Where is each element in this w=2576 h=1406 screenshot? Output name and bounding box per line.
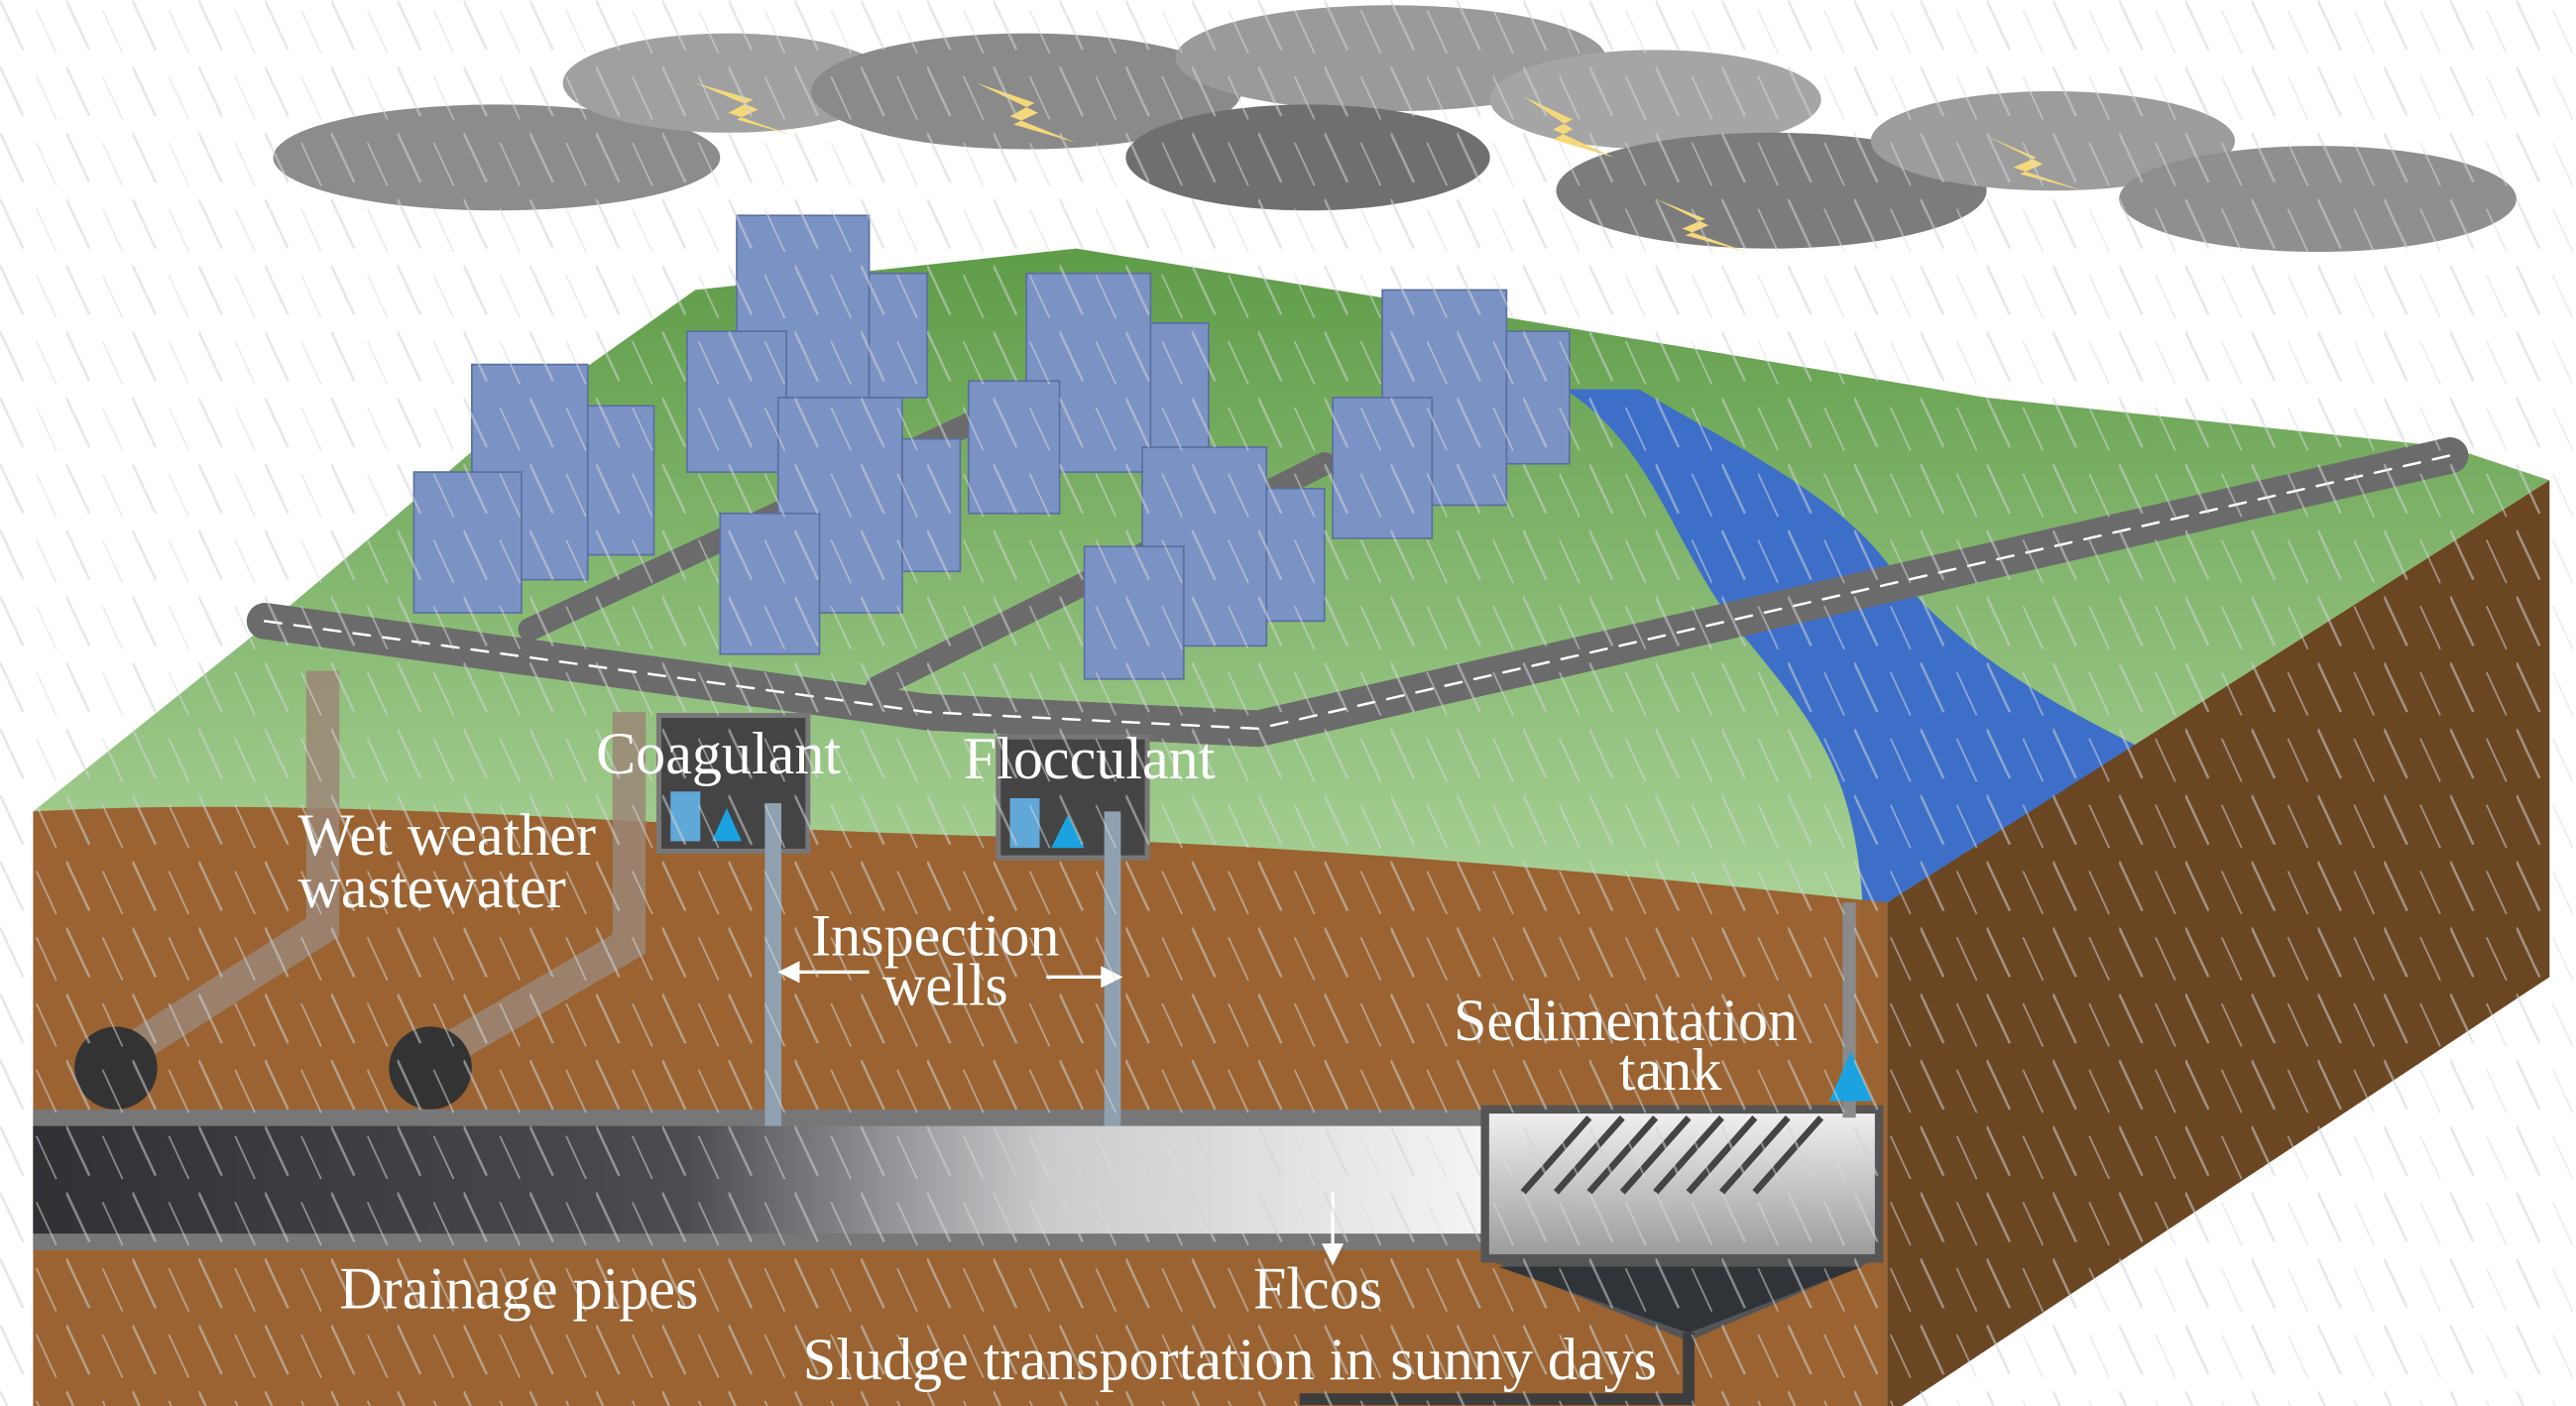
label-sedimentation: Sedimentation [1454, 988, 1798, 1054]
label-sludge: Sludge transportation in sunny days [803, 1327, 1657, 1393]
label-inspection: Inspection [811, 903, 1059, 970]
label-coagulant: Coagulant [596, 721, 841, 787]
label-drainage-pipes: Drainage pipes [339, 1255, 698, 1322]
label-flocculant: Flocculant [964, 726, 1216, 792]
label-flocs: Flcos [1253, 1255, 1382, 1322]
label-wet-weather: Wet weather [298, 802, 596, 869]
label-wastewater: wastewater [298, 855, 566, 921]
label-tank: tank [1619, 1037, 1722, 1104]
label-wells: wells [882, 953, 1008, 1019]
